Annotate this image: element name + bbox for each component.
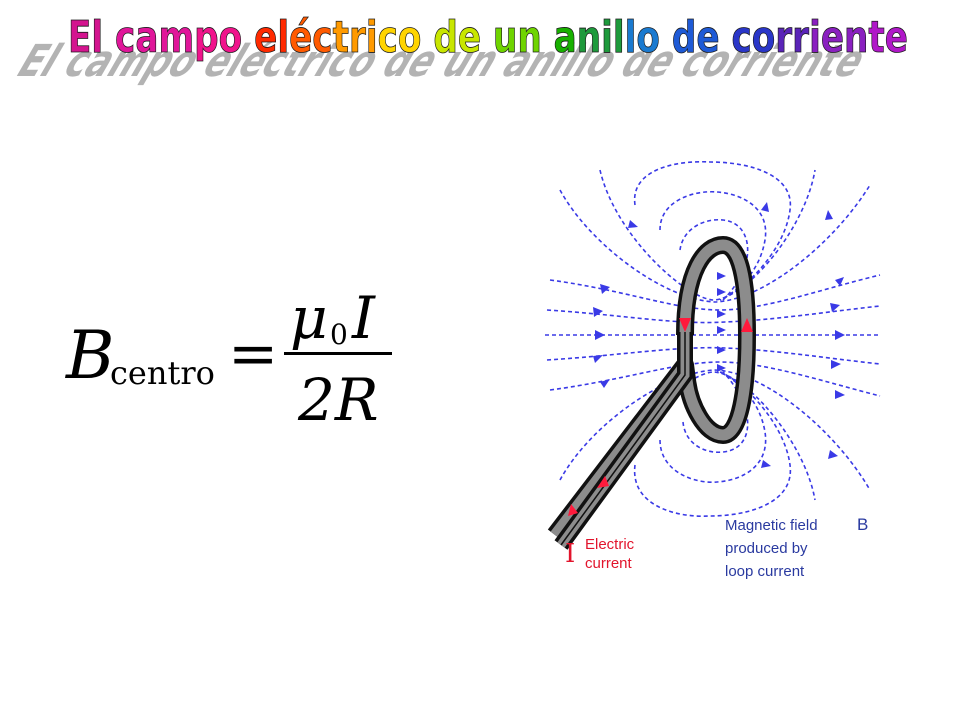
field-loop-bottom-inner <box>682 371 749 453</box>
field-line-upper-1 <box>546 305 881 324</box>
field-arrowhead <box>593 355 603 363</box>
fraction-bar <box>284 352 392 355</box>
field-label-line2: produced by <box>725 540 808 557</box>
current-arrow-down <box>679 318 691 332</box>
formula-equals: = <box>228 319 278 389</box>
formula-numerator-subscript: 0 <box>330 318 348 351</box>
formula-denominator: 2R <box>297 366 379 434</box>
field-arrowhead <box>835 277 844 286</box>
field-arrowhead <box>761 202 769 212</box>
current-label-line2: current <box>585 555 633 572</box>
inner-field-arrowhead <box>717 288 726 296</box>
title-banner: El campo eléctrico de un anillo de corri… <box>0 0 960 90</box>
field-line-upper-2 <box>549 274 881 311</box>
title-shadow-text: El campo eléctrico de un anillo de corri… <box>7 36 876 87</box>
field-arrowhead <box>830 303 840 312</box>
field-arrowhead <box>761 460 771 468</box>
field-line-lower-2 <box>549 361 881 397</box>
current-arrow-up <box>741 318 753 332</box>
formula-numerator-variable: I <box>351 284 376 352</box>
current-label-line1: Electric <box>585 536 635 553</box>
wire-core <box>550 239 753 539</box>
field-arrowhead <box>593 307 603 317</box>
formula-lhs-subscript: centro <box>110 354 215 392</box>
page-title: El campo eléctrico de un anillo de corri… <box>68 12 909 64</box>
field-arrowhead <box>835 330 845 340</box>
field-arrowhead <box>600 284 610 294</box>
field-label-line1: Magnetic field <box>725 517 818 534</box>
field-arrowhead <box>600 379 610 388</box>
current-loop-diagram: I Electric current Magnetic field B prod… <box>545 160 881 580</box>
inner-field-arrowhead <box>717 364 726 372</box>
center-field-formula: B centro = μ 0 I 2R <box>65 284 392 434</box>
field-line-lower-3 <box>559 369 871 491</box>
field-loop-bottom-outer <box>633 371 792 517</box>
current-symbol: I <box>565 539 575 569</box>
magnetic-field-lines <box>545 160 881 517</box>
field-arrowhead <box>835 390 845 399</box>
field-label-line3: loop current <box>725 563 805 580</box>
field-arrowhead <box>825 210 833 220</box>
current-loop-wire <box>547 236 756 550</box>
current-arrow-lead-in <box>597 476 609 488</box>
field-line-lower-1 <box>546 346 881 365</box>
field-arrowhead <box>628 220 638 228</box>
inner-field-arrowhead <box>717 326 726 334</box>
field-arrowhead <box>828 450 838 459</box>
field-line-upper-3 <box>559 184 871 303</box>
page-title-text: El campo eléctrico de un anillo de corri… <box>68 12 908 63</box>
inner-field-arrows <box>717 272 726 372</box>
formula-numerator-symbol: μ <box>290 284 328 352</box>
inner-field-arrowhead <box>717 272 726 280</box>
field-arrowhead <box>595 330 605 340</box>
title-shadow: El campo eléctrico de un anillo de corri… <box>7 36 876 87</box>
inner-field-arrowhead <box>717 310 726 318</box>
formula-lhs-symbol: B <box>65 317 115 394</box>
current-arrows <box>568 318 753 516</box>
wire-lead-divider <box>560 332 686 546</box>
inner-field-arrowhead <box>717 346 726 354</box>
field-symbol: B <box>857 515 868 534</box>
field-line-upper-4 <box>599 169 816 301</box>
current-arrow-lead-out <box>568 504 578 516</box>
title-graphic: El campo eléctrico de un anillo de corri… <box>7 12 909 88</box>
field-loop-top-outer <box>634 160 792 301</box>
field-arrowhead <box>831 360 841 369</box>
